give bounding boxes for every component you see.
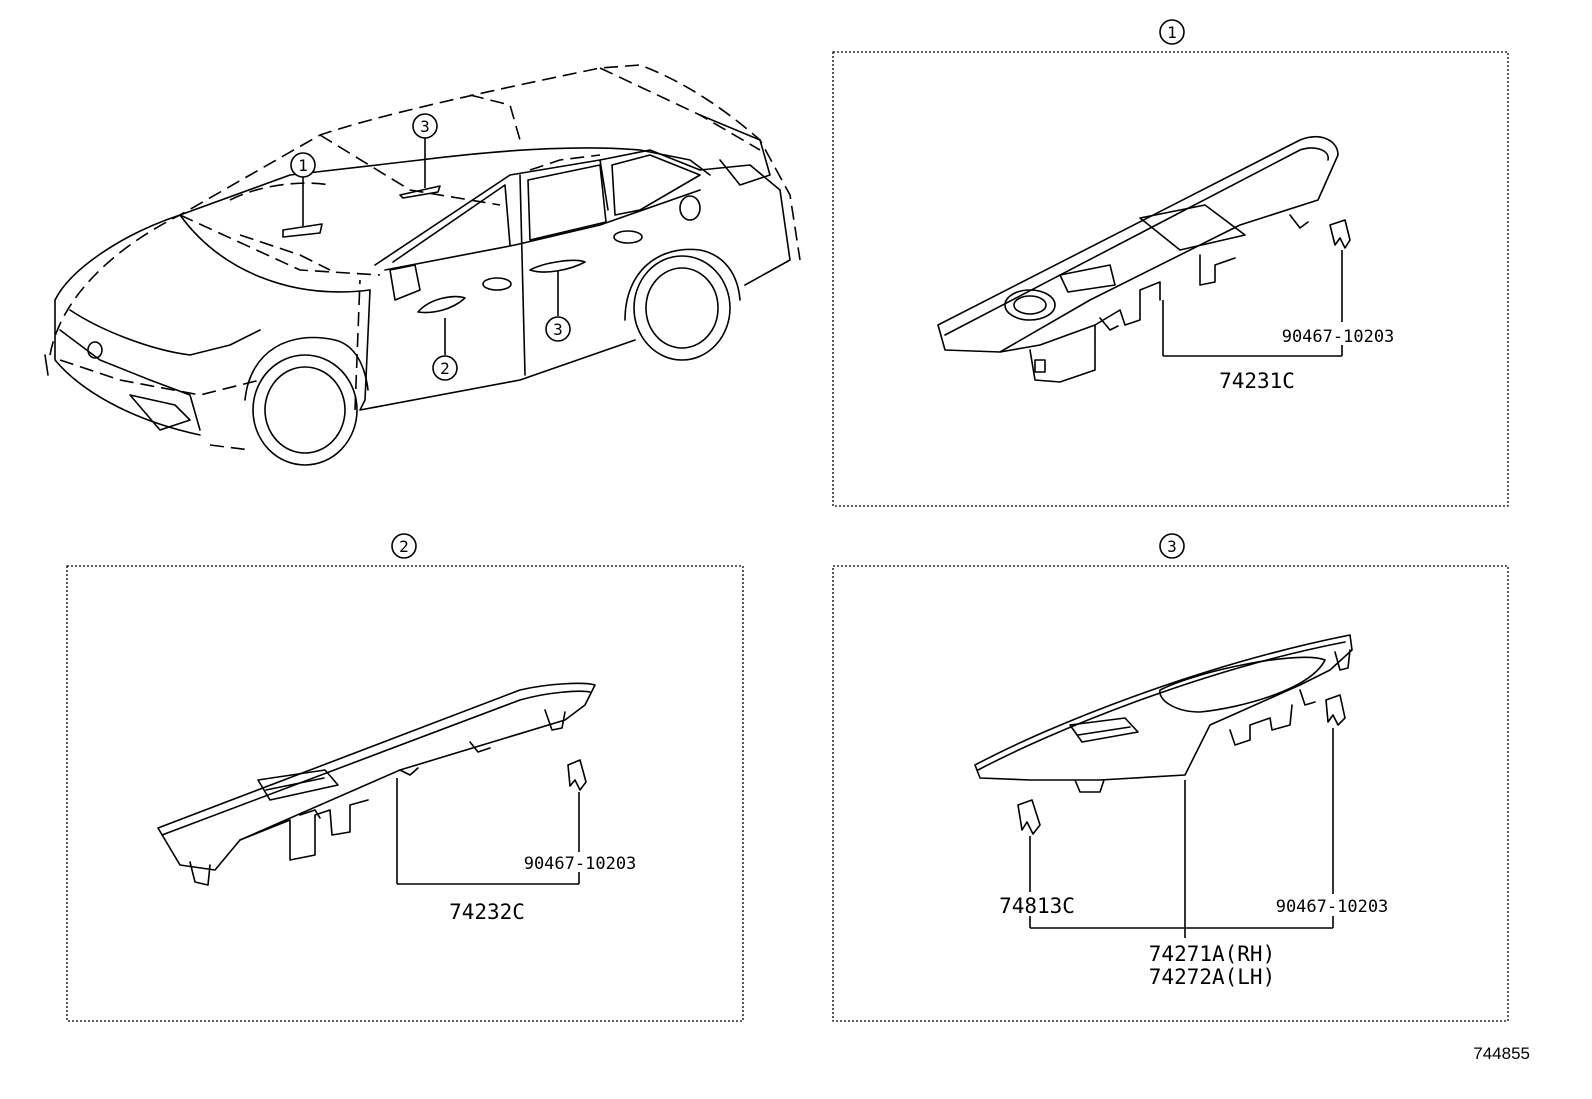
panel-3-switch-drawing: [974, 634, 1353, 835]
svg-text:3: 3: [1167, 537, 1177, 556]
svg-text:2: 2: [440, 359, 450, 378]
part-number-90467-10203-p2: 90467-10203: [524, 854, 637, 874]
part-number-74272a-lh: 74272A(LH): [1149, 965, 1275, 989]
panel-3-leaders: [1029, 728, 1334, 938]
figure-id: 744855: [1473, 1044, 1530, 1063]
part-number-90467-10203-p3: 90467-10203: [1276, 897, 1389, 917]
panel-1-leaders: [1162, 250, 1343, 357]
svg-text:1: 1: [1167, 23, 1177, 42]
vehicle-callout-2: 2: [432, 355, 458, 381]
vehicle-overview-drawing: [44, 64, 801, 466]
panel-3-frame: [832, 565, 1509, 1022]
panel-2-frame: [66, 565, 744, 1022]
panel-3-callout: 3: [1159, 533, 1185, 559]
panel-1-frame: [832, 51, 1509, 507]
panel-2-callout: 2: [391, 533, 417, 559]
part-number-90467-10203-p1: 90467-10203: [1282, 327, 1395, 347]
svg-text:3: 3: [420, 117, 430, 136]
part-number-74271a-rh: 74271A(RH): [1149, 942, 1275, 966]
vehicle-callout-1: 1: [290, 152, 316, 178]
vehicle-callout-3a: 3: [412, 113, 438, 139]
panel-2-switch-drawing: [157, 682, 596, 886]
part-number-74813c: 74813C: [999, 894, 1075, 918]
svg-text:2: 2: [399, 537, 409, 556]
svg-text:3: 3: [553, 320, 563, 339]
part-number-74231c: 74231C: [1219, 369, 1295, 393]
panel-2-leaders: [396, 778, 580, 885]
svg-text:1: 1: [298, 156, 308, 175]
part-number-74232c: 74232C: [449, 900, 525, 924]
panel-1-switch-drawing: [937, 136, 1351, 383]
vehicle-callout-3b: 3: [545, 316, 571, 342]
panel-1-callout: 1: [1159, 19, 1185, 45]
